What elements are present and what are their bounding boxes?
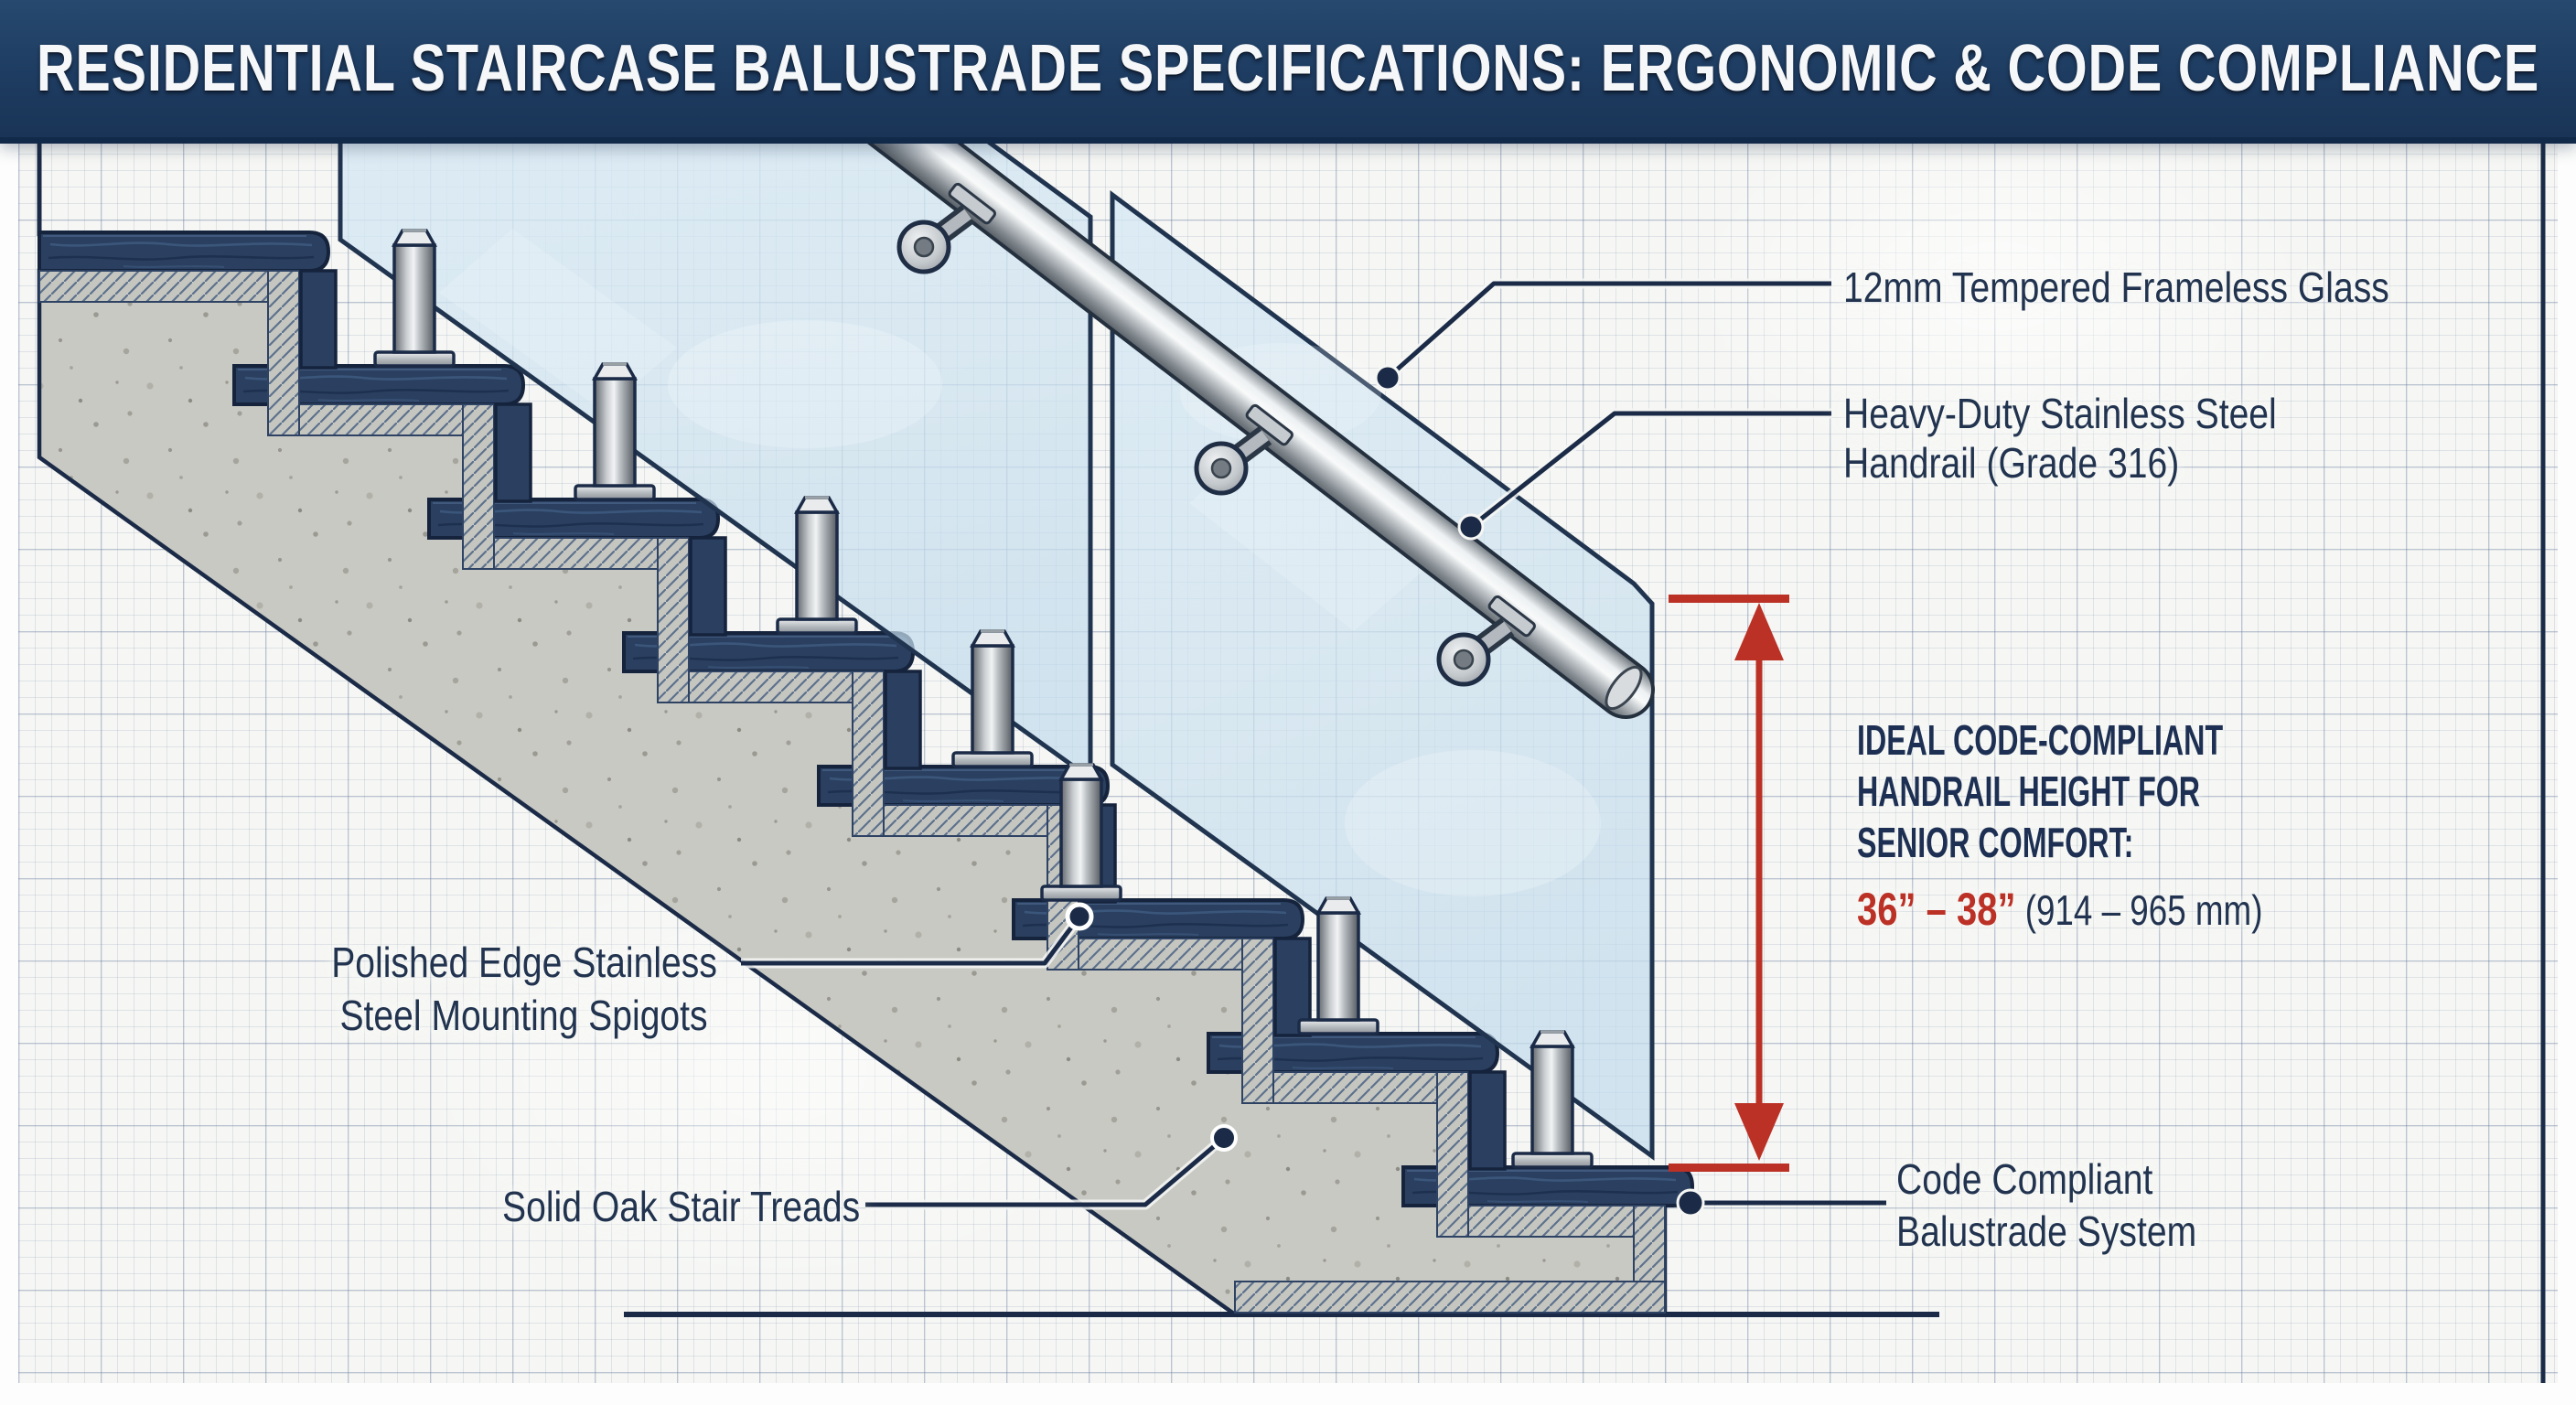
spigots-callout-label: Polished Edge Stainless Steel Mounting S… bbox=[331, 938, 717, 1039]
treads-callout-label: Solid Oak Stair Treads bbox=[502, 1183, 861, 1230]
page-title: RESIDENTIAL STAIRCASE BALUSTRADE SPECIFI… bbox=[36, 32, 2540, 105]
dimension-value-metric: (914 – 965 mm) bbox=[2024, 886, 2263, 934]
header-bar: RESIDENTIAL STAIRCASE BALUSTRADE SPECIFI… bbox=[0, 0, 2576, 144]
dimension-heading: IDEAL CODE-COMPLIANT HANDRAIL HEIGHT FOR… bbox=[1857, 716, 2224, 866]
dimension-value-imperial: 36” – 38” bbox=[1857, 884, 2016, 935]
handrail-callout-label: Heavy-Duty Stainless Steel Handrail (Gra… bbox=[1843, 390, 2277, 487]
concrete-hatch-bands bbox=[38, 270, 1666, 1314]
height-dimension-arrow bbox=[1669, 595, 1789, 1172]
dimension-value: 36” – 38” (914 – 965 mm) bbox=[1857, 883, 2364, 936]
handrail bbox=[844, 82, 1655, 719]
glass-callout-label: 12mm Tempered Frameless Glass bbox=[1843, 263, 2389, 311]
balustrade-callout-label: Code Compliant Balustrade System bbox=[1896, 1155, 2197, 1255]
leader-lines bbox=[741, 278, 1886, 1217]
